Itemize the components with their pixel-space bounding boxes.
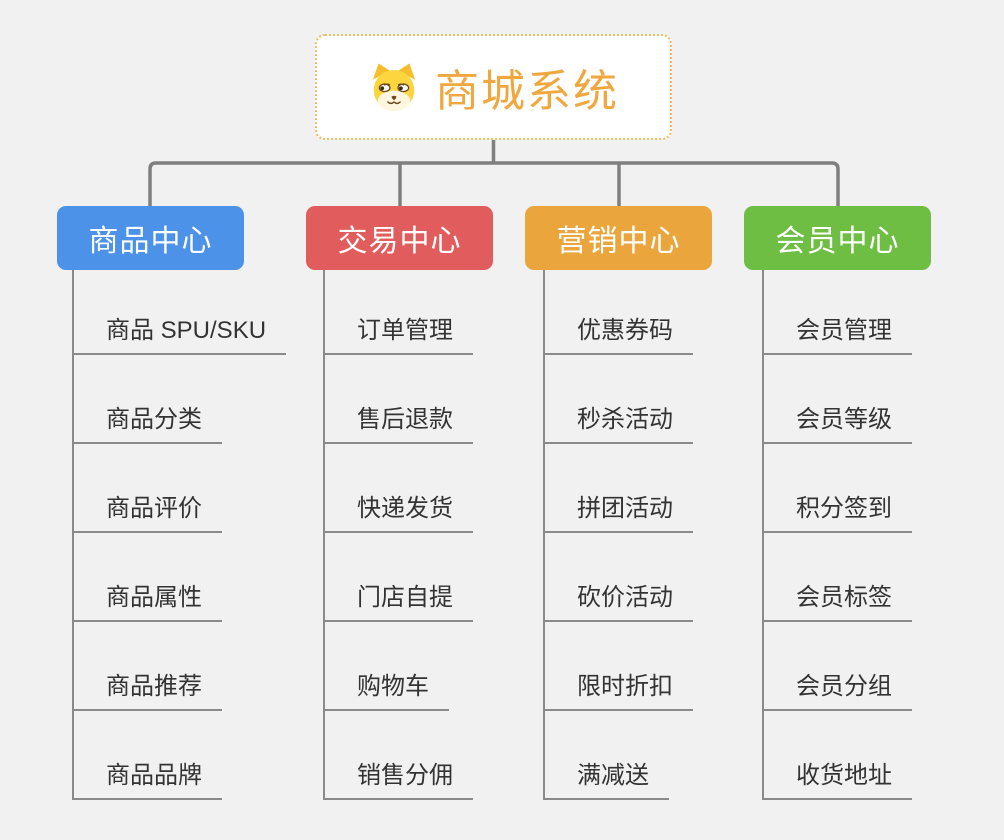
child-topic[interactable]: 商品推荐 xyxy=(72,673,222,711)
child-topic[interactable]: 拼团活动 xyxy=(543,495,693,533)
branch-label: 商品中心 xyxy=(88,225,213,258)
branch-children-product-center: 商品 SPU/SKU 商品分类 商品评价 商品属性 商品推荐 商品品牌 xyxy=(72,270,312,802)
root-node[interactable]: 商城系统 xyxy=(315,34,672,140)
child-topic[interactable]: 门店自提 xyxy=(323,584,473,622)
branch-children-marketing-center: 优惠券码 秒杀活动 拼团活动 砍价活动 限时折扣 满减送 xyxy=(543,270,783,802)
branch-label: 营销中心 xyxy=(556,225,681,258)
child-topic[interactable]: 会员标签 xyxy=(762,584,912,622)
child-topic[interactable]: 收货地址 xyxy=(762,762,912,800)
child-topic[interactable]: 商品评价 xyxy=(72,495,222,533)
child-topic[interactable]: 优惠券码 xyxy=(543,317,693,355)
child-topic[interactable]: 积分签到 xyxy=(762,495,912,533)
child-topic[interactable]: 购物车 xyxy=(323,673,449,711)
child-topic[interactable]: 会员管理 xyxy=(762,317,912,355)
branch-node-trade-center[interactable]: 交易中心 xyxy=(306,206,493,270)
child-connector-line xyxy=(72,270,74,800)
branch-children-trade-center: 订单管理 售后退款 快递发货 门店自提 购物车 销售分佣 xyxy=(323,270,563,802)
child-topic[interactable]: 限时折扣 xyxy=(543,673,693,711)
child-topic[interactable]: 商品品牌 xyxy=(72,762,222,800)
branch-label: 交易中心 xyxy=(337,225,462,258)
child-topic[interactable]: 秒杀活动 xyxy=(543,406,693,444)
branch-label: 会员中心 xyxy=(775,225,900,258)
child-connector-line xyxy=(762,270,764,800)
root-title: 商城系统 xyxy=(435,67,619,116)
child-topic[interactable]: 会员等级 xyxy=(762,406,912,444)
child-connector-line xyxy=(543,270,545,800)
child-topic[interactable]: 商品属性 xyxy=(72,584,222,622)
child-topic[interactable]: 砍价活动 xyxy=(543,584,693,622)
child-topic[interactable]: 售后退款 xyxy=(323,406,473,444)
child-topic[interactable]: 快递发货 xyxy=(323,495,473,533)
dog-face-icon xyxy=(368,61,420,113)
child-connector-line xyxy=(323,270,325,800)
branch-node-member-center[interactable]: 会员中心 xyxy=(744,206,931,270)
child-topic[interactable]: 满减送 xyxy=(543,762,669,800)
child-topic[interactable]: 商品分类 xyxy=(72,406,222,444)
branch-node-product-center[interactable]: 商品中心 xyxy=(57,206,244,270)
child-topic[interactable]: 销售分佣 xyxy=(323,762,473,800)
child-topic[interactable]: 会员分组 xyxy=(762,673,912,711)
child-topic[interactable]: 订单管理 xyxy=(323,317,473,355)
child-topic[interactable]: 商品 SPU/SKU xyxy=(72,317,287,355)
branch-node-marketing-center[interactable]: 营销中心 xyxy=(525,206,712,270)
branch-children-member-center: 会员管理 会员等级 积分签到 会员标签 会员分组 收货地址 xyxy=(762,270,1002,802)
